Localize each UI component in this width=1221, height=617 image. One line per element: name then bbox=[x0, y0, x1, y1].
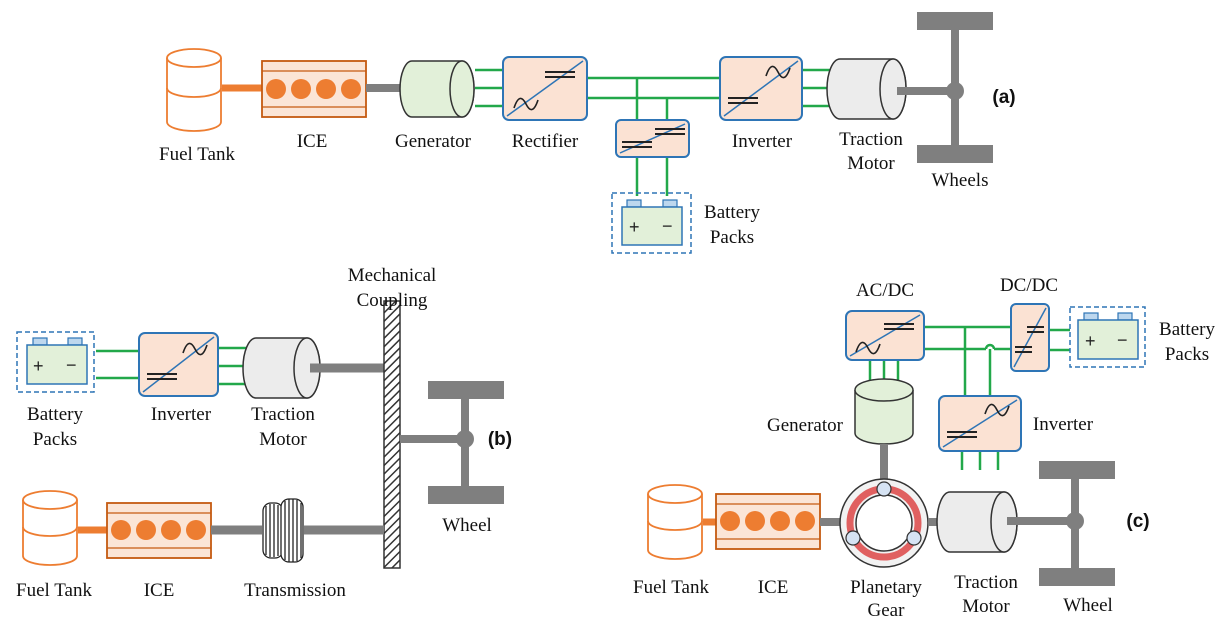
battery-label-line1: Battery bbox=[27, 404, 83, 425]
dcdc-label: DC/DC bbox=[1000, 275, 1058, 296]
fuel-tank-label: Fuel Tank bbox=[159, 144, 235, 165]
inverter-label: Inverter bbox=[732, 131, 793, 152]
generator-label: Generator bbox=[395, 131, 472, 152]
svg-text:+: + bbox=[629, 217, 640, 237]
panel-b-wires bbox=[96, 346, 246, 386]
battery-icon: + − bbox=[611, 192, 692, 254]
wheels-icon bbox=[897, 12, 993, 163]
ice-label: ICE bbox=[144, 580, 175, 601]
rectifier-icon bbox=[502, 56, 588, 121]
wheels-label: Wheels bbox=[932, 170, 989, 191]
ice-label: ICE bbox=[758, 577, 789, 598]
panel-b: + − bbox=[16, 265, 512, 601]
engine-icon bbox=[261, 60, 367, 118]
planetary-gear-label-line2: Gear bbox=[868, 600, 906, 617]
engine-icon bbox=[106, 502, 212, 559]
transmission-icon bbox=[262, 498, 304, 563]
panel-c-wires bbox=[868, 325, 1070, 470]
inverter-icon bbox=[938, 395, 1022, 452]
traction-motor-label-line2: Motor bbox=[847, 153, 895, 174]
panel-c: + − bbox=[633, 275, 1215, 617]
svg-text:−: − bbox=[662, 216, 673, 236]
traction-motor-icon bbox=[826, 58, 907, 120]
ice-label: ICE bbox=[297, 131, 328, 152]
battery-label-line2: Packs bbox=[33, 429, 77, 450]
battery-icon: + − bbox=[1069, 306, 1146, 368]
planetary-gear-icon bbox=[839, 478, 929, 568]
traction-motor-label-line1: Traction bbox=[839, 129, 903, 150]
acdc-label: AC/DC bbox=[856, 280, 914, 301]
traction-motor-icon bbox=[936, 491, 1018, 553]
svg-text:−: − bbox=[1117, 330, 1128, 350]
generator-label: Generator bbox=[767, 415, 844, 436]
battery-label-line2: Packs bbox=[710, 227, 754, 248]
traction-motor-label-line1: Traction bbox=[251, 404, 315, 425]
panel-c-tag: (c) bbox=[1126, 511, 1149, 532]
acdc-converter-icon bbox=[845, 310, 925, 361]
transmission-label: Transmission bbox=[244, 580, 346, 601]
svg-text:+: + bbox=[1085, 331, 1096, 351]
panel-a: + − Fuel Tank ICE Generator Rectifier In… bbox=[159, 12, 1016, 254]
panel-b-tag: (b) bbox=[488, 429, 512, 450]
traction-motor-icon bbox=[242, 337, 321, 399]
fuel-tank-icon bbox=[647, 484, 703, 560]
svg-text:+: + bbox=[33, 356, 44, 376]
wheel-label: Wheel bbox=[442, 515, 492, 536]
planetary-gear-label-line1: Planetary bbox=[850, 577, 922, 598]
fuel-tank-icon bbox=[22, 490, 78, 566]
wheel-label: Wheel bbox=[1063, 595, 1113, 616]
panel-a-wires bbox=[475, 68, 830, 196]
dcdc-converter-icon bbox=[1010, 303, 1050, 372]
traction-motor-label-line2: Motor bbox=[259, 429, 307, 450]
battery-icon: + − bbox=[16, 331, 95, 393]
fuel-tank-label: Fuel Tank bbox=[16, 580, 92, 601]
mechanical-coupling-icon bbox=[383, 300, 401, 569]
traction-motor-label-line2: Motor bbox=[962, 596, 1010, 617]
wheel-icon bbox=[400, 381, 504, 504]
coupling-label-line2: Coupling bbox=[357, 290, 428, 311]
generator-icon bbox=[854, 378, 914, 445]
panel-a-tag: (a) bbox=[992, 87, 1015, 108]
battery-label-line1: Battery bbox=[704, 202, 760, 223]
battery-label-line2: Packs bbox=[1165, 344, 1209, 365]
inverter-icon bbox=[138, 332, 219, 397]
traction-motor-label-line1: Traction bbox=[954, 572, 1018, 593]
fuel-tank-label: Fuel Tank bbox=[633, 577, 709, 598]
engine-icon bbox=[715, 493, 821, 550]
inverter-label: Inverter bbox=[1033, 414, 1094, 435]
battery-label-line1: Battery bbox=[1159, 319, 1215, 340]
inverter-label: Inverter bbox=[151, 404, 212, 425]
inverter-icon bbox=[719, 56, 803, 121]
generator-icon bbox=[399, 60, 475, 118]
rectifier-label: Rectifier bbox=[512, 131, 579, 152]
fuel-tank-icon bbox=[166, 48, 222, 132]
dcdc-converter-icon bbox=[615, 119, 690, 158]
coupling-label-line1: Mechanical bbox=[348, 265, 437, 286]
svg-text:−: − bbox=[66, 355, 77, 375]
wheel-icon bbox=[1007, 461, 1115, 586]
